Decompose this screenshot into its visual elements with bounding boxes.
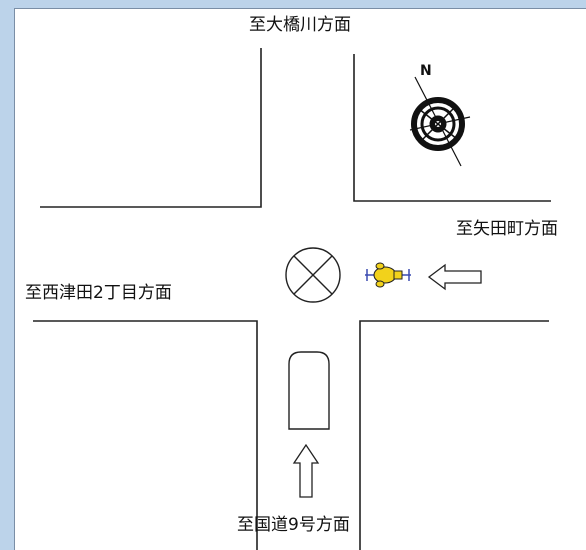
- road-edges: [33, 48, 551, 550]
- car-icon: [288, 351, 330, 430]
- diagram-panel: N 至大橋川方面 至矢田町方面 至西津田2丁目方面 至国道9号方面: [14, 8, 586, 550]
- road-edge-bottom-right: [359, 320, 549, 550]
- road-edge-top-right: [353, 54, 551, 202]
- road-edge-bottom-left: [33, 320, 258, 550]
- motorcycle-icon: [365, 262, 411, 288]
- label-south-direction: 至国道9号方面: [237, 515, 350, 535]
- label-west-direction: 至西津田2丁目方面: [25, 283, 172, 303]
- intersection-diagram: N: [33, 48, 551, 550]
- compass-icon: N: [409, 63, 471, 167]
- arrow-left-icon: [427, 263, 482, 291]
- label-east-direction: 至矢田町方面: [456, 219, 558, 239]
- compass-north-letter: N: [420, 63, 432, 79]
- label-north-direction: 至大橋川方面: [249, 15, 351, 35]
- crossed-circle-icon: [285, 247, 341, 303]
- road-edge-top-left: [40, 48, 262, 208]
- arrow-up-icon: [292, 443, 320, 498]
